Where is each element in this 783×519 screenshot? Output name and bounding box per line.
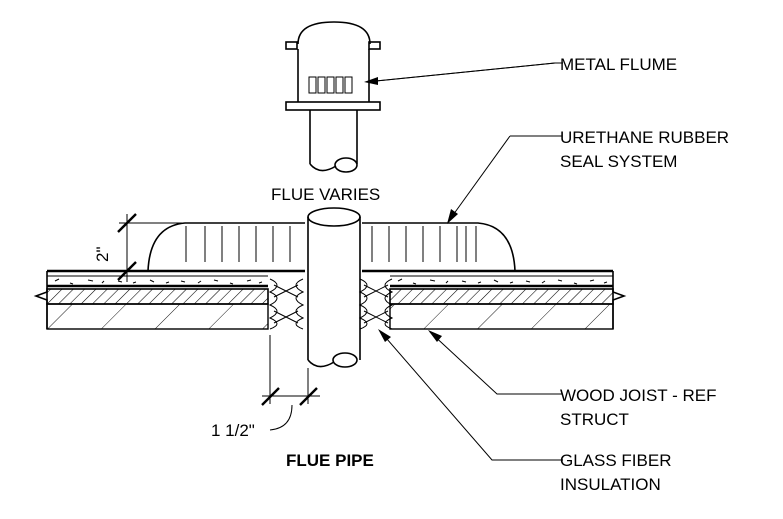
label-flue-pipe: FLUE PIPE xyxy=(286,451,374,470)
label-flue-varies: FLUE VARIES xyxy=(271,185,380,204)
label-urethane-line1: URETHANE RUBBER xyxy=(560,128,729,147)
leaders xyxy=(364,62,563,461)
label-glass-fiber-line1: GLASS FIBER xyxy=(560,451,671,470)
wood-deck-right xyxy=(389,303,614,330)
rigid-insulation-right xyxy=(389,288,614,305)
cover-board-left xyxy=(47,278,268,288)
dimension-gap: 1 1/2" xyxy=(211,335,320,440)
label-glass-fiber-line2: INSULATION xyxy=(560,475,661,494)
dimension-gap-label: 1 1/2" xyxy=(211,421,255,440)
break-mark-right xyxy=(612,271,627,329)
label-urethane-line2: SEAL SYSTEM xyxy=(560,152,677,171)
roof-assembly xyxy=(33,269,627,330)
glass-fiber-insulation xyxy=(268,278,394,330)
dimension-height-label: 2" xyxy=(93,247,112,263)
wood-deck-left xyxy=(46,303,269,330)
rigid-insulation-left xyxy=(46,288,269,305)
urethane-seal xyxy=(147,222,516,272)
metal-flume xyxy=(285,21,381,173)
break-mark-left xyxy=(33,271,48,329)
flume-vents xyxy=(308,76,353,94)
label-wood-joist-line2: STRUCT xyxy=(560,410,629,429)
label-wood-joist-line1: WOOD JOIST - REF xyxy=(560,386,716,405)
label-metal-flume: METAL FLUME xyxy=(560,55,677,74)
cover-board-right xyxy=(390,278,613,288)
dimension-height: 2" xyxy=(93,213,182,282)
flue-pipe xyxy=(307,207,361,368)
